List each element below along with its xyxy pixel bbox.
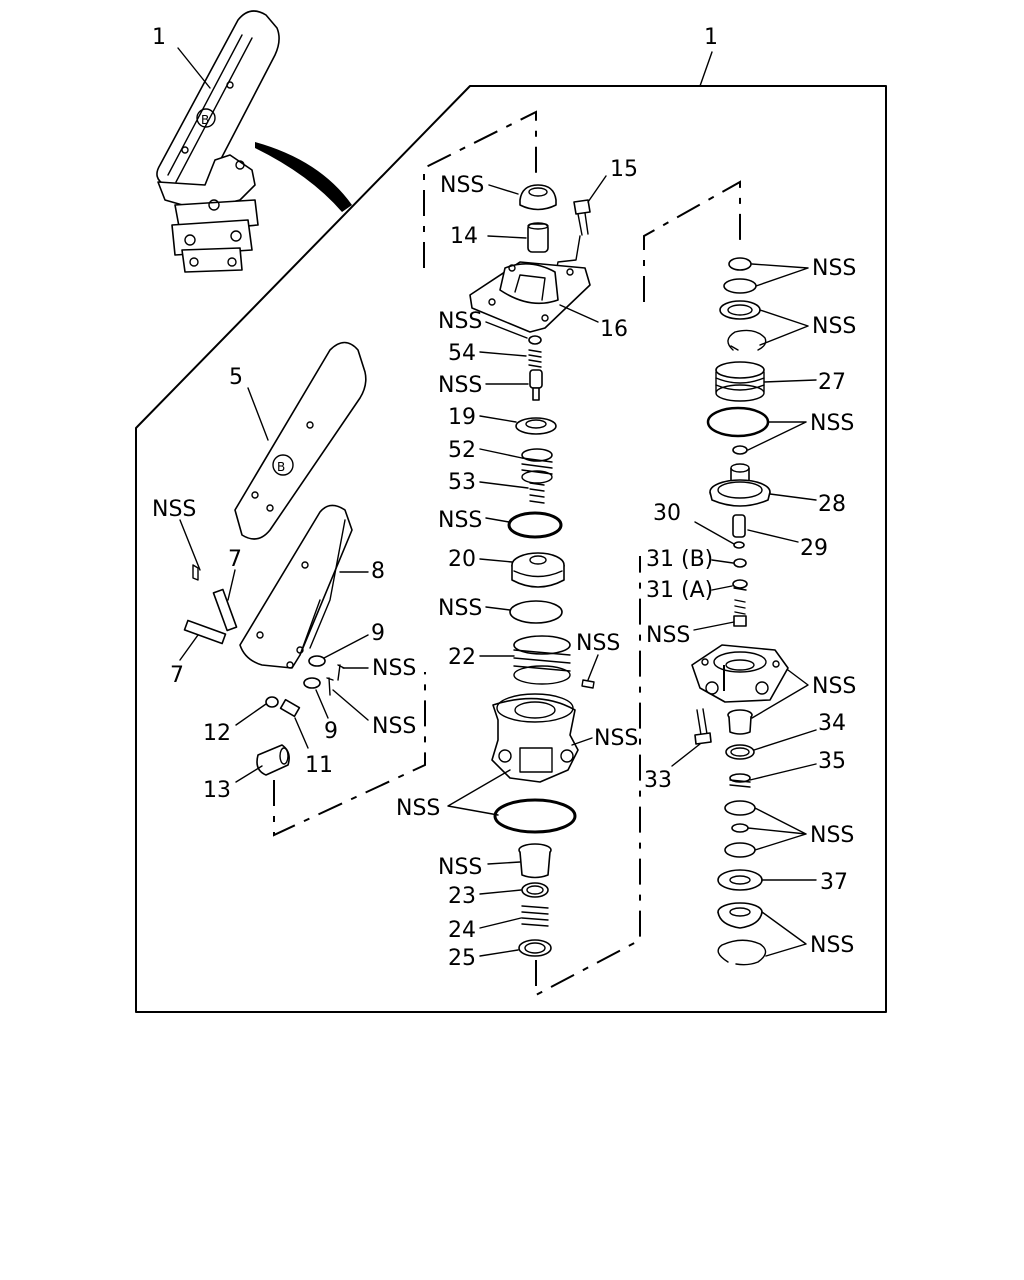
pedal-parts-group: B bbox=[183, 341, 367, 776]
nss-label-body-right: NSS bbox=[812, 674, 856, 699]
nss-label-body: NSS bbox=[594, 726, 638, 751]
callout-16: 16 bbox=[600, 317, 628, 342]
nss-label-oring-1: NSS bbox=[438, 508, 482, 533]
callout-7-top: 7 bbox=[228, 547, 242, 572]
center-column-parts bbox=[469, 184, 595, 957]
callout-25: 25 bbox=[448, 946, 476, 971]
callout-34: 34 bbox=[818, 711, 846, 736]
nss-label-boot: NSS bbox=[440, 173, 484, 198]
nss-label-pin: NSS bbox=[152, 497, 196, 522]
callout-29: 29 bbox=[800, 536, 828, 561]
callout-20: 20 bbox=[448, 547, 476, 572]
callout-28: 28 bbox=[818, 492, 846, 517]
callout-1-pedal: 1 bbox=[152, 25, 166, 50]
callout-23: 23 bbox=[448, 884, 476, 909]
callout-31b: 31 (B) bbox=[646, 547, 713, 572]
callout-54: 54 bbox=[448, 341, 476, 366]
nss-label-sleeve: NSS bbox=[438, 855, 482, 880]
callout-13: 13 bbox=[203, 778, 231, 803]
dashed-bracket-right bbox=[643, 180, 741, 302]
detail-arrow bbox=[255, 142, 352, 212]
callout-8: 8 bbox=[371, 559, 385, 584]
callout-11: 11 bbox=[305, 753, 333, 778]
callout-33: 33 bbox=[644, 768, 672, 793]
callout-12: 12 bbox=[203, 721, 231, 746]
callout-53: 53 bbox=[448, 470, 476, 495]
nss-label-oring-right: NSS bbox=[810, 411, 854, 436]
nss-label-pin-center: NSS bbox=[576, 631, 620, 656]
callout-7-bottom: 7 bbox=[170, 663, 184, 688]
nss-label-rings-lower: NSS bbox=[810, 823, 854, 848]
nss-label-clip-upper: NSS bbox=[372, 656, 416, 681]
assembly-frame bbox=[135, 85, 887, 1013]
callout-9-lower: 9 bbox=[324, 719, 338, 744]
right-column-parts bbox=[691, 257, 789, 966]
callout-35: 35 bbox=[818, 749, 846, 774]
callout-9-upper: 9 bbox=[371, 621, 385, 646]
callout-52: 52 bbox=[448, 438, 476, 463]
nss-label-rings-top: NSS bbox=[812, 256, 856, 281]
dashed-bracket-center-top bbox=[423, 110, 537, 268]
callout-19: 19 bbox=[448, 405, 476, 430]
pedal-badge: B bbox=[201, 113, 209, 127]
callout-1-frame: 1 bbox=[704, 25, 718, 50]
nss-label-oring-2: NSS bbox=[438, 596, 482, 621]
callout-5: 5 bbox=[229, 365, 243, 390]
nss-label-seat-snapring: NSS bbox=[810, 933, 854, 958]
callout-31a: 31 (A) bbox=[646, 578, 713, 603]
nss-label-clip-lower: NSS bbox=[372, 714, 416, 739]
nss-label-stem-right: NSS bbox=[646, 623, 690, 648]
callout-14: 14 bbox=[450, 224, 478, 249]
pedal-assembly-illustration: B bbox=[156, 10, 280, 273]
callout-24: 24 bbox=[448, 918, 476, 943]
nss-label-body-oring: NSS bbox=[396, 796, 440, 821]
pedal-badge-5: B bbox=[277, 460, 285, 474]
callout-22: 22 bbox=[448, 645, 476, 670]
nss-label-seal-clip: NSS bbox=[812, 314, 856, 339]
callout-27: 27 bbox=[818, 370, 846, 395]
dashed-bracket-center-bottom bbox=[535, 556, 641, 997]
nss-label-stem: NSS bbox=[438, 373, 482, 398]
nss-label-ring-top: NSS bbox=[438, 309, 482, 334]
callout-15: 15 bbox=[610, 157, 638, 182]
dashed-bracket-left bbox=[273, 672, 426, 837]
callout-30: 30 bbox=[653, 501, 681, 526]
callout-37: 37 bbox=[820, 870, 848, 895]
